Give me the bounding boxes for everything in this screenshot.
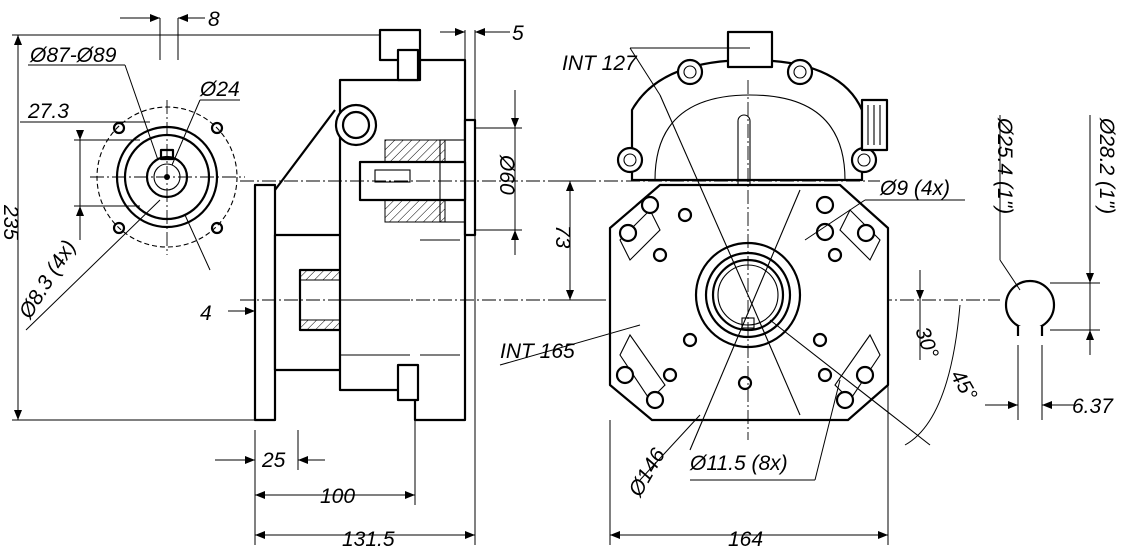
dim-w5: 5 <box>512 22 524 45</box>
dim-w8: 8 <box>208 8 220 31</box>
side-view-dimensions <box>12 17 522 545</box>
dim-int127: INT 127 <box>562 52 638 75</box>
dim-h235: 235 <box>0 204 22 240</box>
dim-w131-5: 131.5 <box>342 528 395 551</box>
dim-w27-3: 27.3 <box>27 100 69 123</box>
arrowheads <box>14 14 1094 539</box>
dim-w164: 164 <box>728 528 763 551</box>
dim-w6-37: 6.37 <box>1072 395 1114 418</box>
dim-d25-4: Ø25.4 (1") <box>993 117 1016 214</box>
dim-d8-3: Ø8.3 (4x) <box>14 236 80 323</box>
dim-d87-89: Ø87-Ø89 <box>29 44 117 67</box>
dim-w25: 25 <box>261 449 286 472</box>
dim-a30: 30° <box>910 324 942 362</box>
side-section-view <box>240 28 1000 422</box>
dim-d24: Ø24 <box>199 78 240 101</box>
dim-a45: 45° <box>946 366 982 405</box>
front-view-dimensions <box>499 47 965 545</box>
dim-d9: Ø9 (4x) <box>879 177 950 200</box>
shaft-end-view <box>20 64 245 331</box>
dim-d60: Ø60 <box>495 154 518 195</box>
dim-h73: 73 <box>551 225 574 249</box>
dim-int165: INT 165 <box>500 340 575 363</box>
front-view <box>560 30 931 451</box>
dim-d146: Ø146 <box>624 444 670 501</box>
dim-w4: 4 <box>200 302 212 325</box>
dim-d11-5: Ø11.5 (8x) <box>689 452 788 475</box>
dim-d28-2: Ø28.2 (1") <box>1095 117 1118 214</box>
dim-w100: 100 <box>320 485 355 508</box>
